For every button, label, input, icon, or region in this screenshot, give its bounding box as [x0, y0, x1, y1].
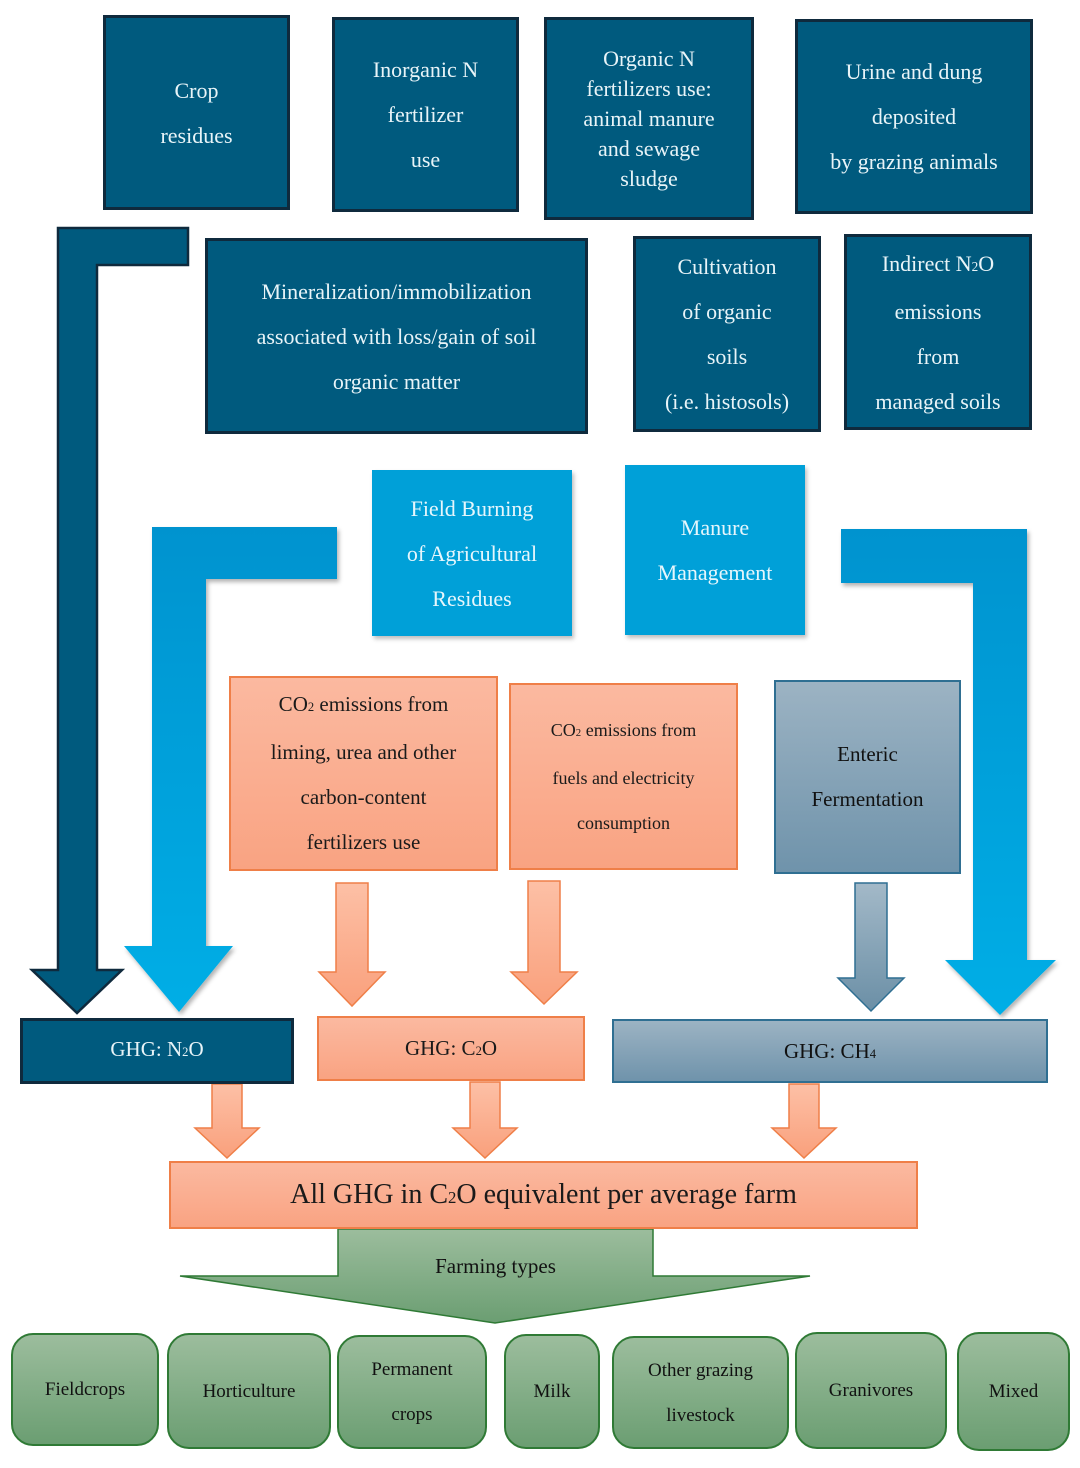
source-field-burning: Field Burning of Agricultural Residues: [372, 470, 572, 636]
box-line: organic matter: [332, 368, 461, 394]
arrow-cyan-left-elbow: [124, 527, 337, 1012]
box-line: Cultivation: [677, 254, 777, 279]
box-line: animal manure: [583, 105, 715, 131]
ghg-ch4: GHG: CH4: [612, 1019, 1048, 1083]
arrow-farming-types: [179, 1228, 811, 1324]
box-line: by grazing animals: [830, 149, 998, 174]
ghg-c2o: GHG: C2O: [317, 1016, 585, 1081]
arrow-n2o-to-total: [193, 1083, 261, 1160]
box-line: use: [410, 147, 441, 172]
farming-type-other-grazing-livestock: Other grazing livestock: [612, 1336, 789, 1449]
source-organic-soils: Cultivation of organic soils (i.e. histo…: [633, 236, 821, 432]
ghg-n2o: GHG: N2O: [20, 1018, 294, 1084]
box-line: carbon-content: [300, 785, 427, 809]
box-line: liming, urea and other: [270, 740, 457, 764]
farming-type-milk: Milk: [504, 1334, 600, 1449]
box-line: of Agricultural: [406, 540, 538, 566]
box-line: Other grazing: [648, 1359, 753, 1381]
box-line: Indirect N2O: [881, 250, 995, 276]
farming-type-mixed: Mixed: [957, 1332, 1070, 1451]
source-co2-fuels: CO2 emissions from fuels and electricity…: [509, 683, 738, 870]
box-line: and sewage: [597, 135, 700, 161]
total-ghg-label: All GHG in C2O equivalent per average fa…: [290, 1179, 797, 1210]
farming-types-label: Farming types: [338, 1248, 653, 1284]
arrow-co2-fuels-down: [509, 880, 579, 1006]
farming-type-horticulture: Horticulture: [167, 1333, 331, 1449]
farming-type-fieldcrops: Fieldcrops: [11, 1333, 159, 1446]
source-urine-dung: Urine and dung deposited by grazing anim…: [795, 19, 1033, 214]
box-line: Management: [657, 560, 773, 585]
box-line: associated with loss/gain of soil: [256, 323, 537, 349]
box-line: Inorganic N: [372, 57, 479, 82]
box-line: deposited: [871, 104, 957, 129]
arrow-co2-liming-down: [317, 882, 387, 1008]
box-line: residues: [160, 122, 233, 148]
source-enteric-fermentation: Enteric Fermentation: [774, 680, 961, 874]
box-line: livestock: [666, 1404, 735, 1426]
box-line: Crop: [174, 77, 219, 103]
farming-type-granivores: Granivores: [795, 1332, 947, 1449]
ghg-n2o-label: GHG: N2O: [110, 1037, 204, 1061]
source-co2-liming: CO2 emissions from liming, urea and othe…: [229, 676, 498, 871]
box-line: Urine and dung: [845, 59, 983, 84]
box-line: crops: [391, 1404, 433, 1425]
source-mineralization: Mineralization/immobilization associated…: [205, 238, 588, 434]
box-line: managed soils: [875, 388, 1001, 414]
box-line: Granivores: [828, 1380, 914, 1401]
box-line: Residues: [432, 585, 512, 611]
arrow-dark-elbow: [28, 226, 190, 1015]
box-line: Horticulture: [202, 1380, 296, 1402]
source-organic-n-fertilizer: Organic N fertilizers use: animal manure…: [544, 17, 754, 220]
arrow-enteric-down: [836, 882, 906, 1013]
ghg-c2o-label: GHG: C2O: [404, 1036, 498, 1060]
box-line: Mixed: [988, 1381, 1039, 1402]
box-line: Enteric: [837, 742, 898, 766]
total-ghg: All GHG in C2O equivalent per average fa…: [169, 1161, 918, 1229]
box-line: fertilizers use:: [586, 75, 712, 101]
box-line: Organic N: [603, 45, 695, 71]
arrow-c2o-to-total: [451, 1081, 519, 1160]
source-manure-management: Manure Management: [625, 465, 805, 635]
box-line: Permanent: [371, 1359, 453, 1380]
box-line: fertilizers use: [306, 830, 421, 854]
box-line: Milk: [533, 1381, 571, 1402]
box-line: fuels and electricity: [552, 767, 695, 788]
box-line: CO2 emissions from: [550, 719, 697, 740]
arrow-ch4-to-total: [770, 1083, 838, 1160]
ghg-ch4-label: GHG: CH4: [783, 1038, 877, 1063]
farming-types-text: Farming types: [435, 1253, 556, 1278]
box-line: Mineralization/immobilization: [261, 278, 532, 304]
box-line: Manure: [680, 515, 750, 540]
box-line: from: [916, 343, 960, 369]
box-line: soils: [706, 344, 748, 369]
box-line: emissions: [894, 298, 982, 324]
source-inorganic-n-fertilizer: Inorganic N fertilizer use: [332, 17, 519, 212]
box-line: Fieldcrops: [44, 1379, 126, 1400]
box-line: consumption: [577, 812, 670, 833]
box-line: (i.e. histosols): [664, 389, 790, 414]
farming-type-permanent-crops: Permanent crops: [337, 1335, 487, 1449]
source-crop-residues: Crop residues: [103, 15, 290, 210]
box-line: fertilizer: [387, 102, 464, 127]
box-line: sludge: [620, 165, 678, 191]
box-line: Fermentation: [811, 787, 924, 811]
box-line: CO2 emissions from: [278, 692, 449, 716]
arrow-cyan-right-elbow: [841, 529, 1056, 1015]
box-line: of organic: [682, 299, 772, 324]
source-indirect-n2o: Indirect N2O emissions from managed soil…: [844, 234, 1032, 430]
box-line: Field Burning: [410, 495, 534, 521]
